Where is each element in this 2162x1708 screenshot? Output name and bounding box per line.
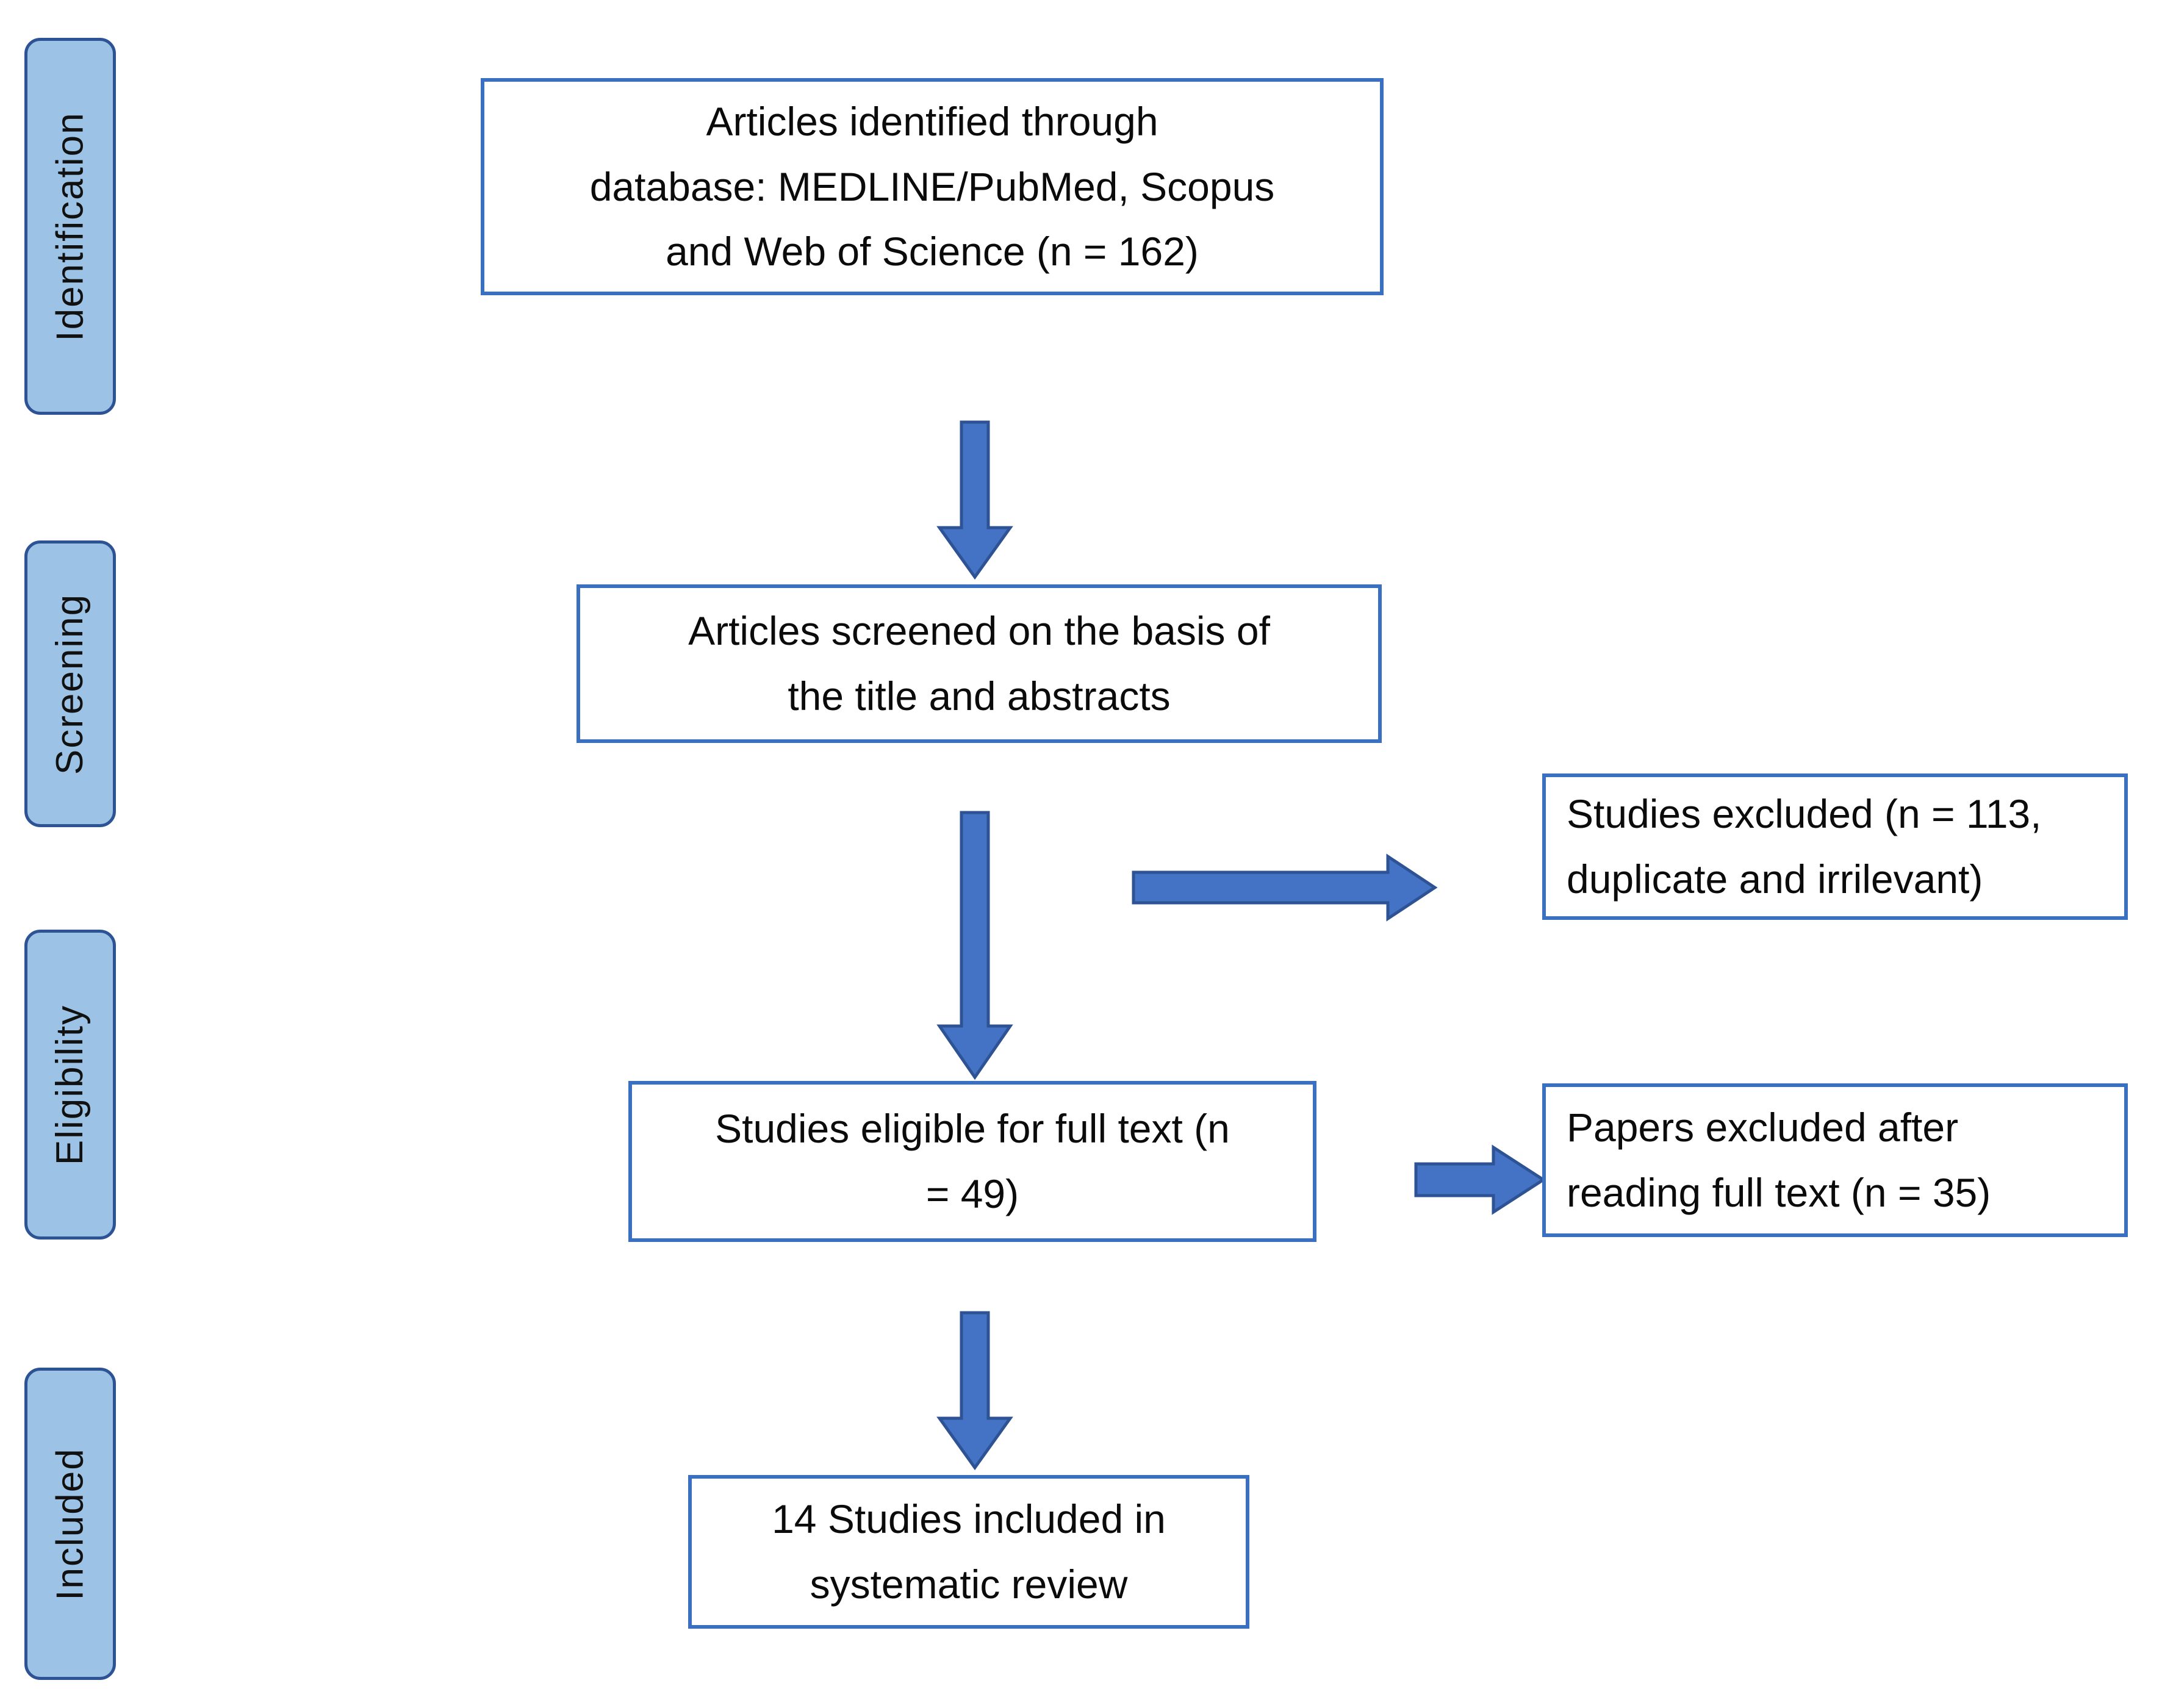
- box-papers-excluded-fulltext-text: Papers excluded after reading full text …: [1567, 1105, 1991, 1215]
- stage-label-eligibility-text: Eligibility: [49, 1004, 92, 1165]
- arrow-down-icon: [936, 1311, 1013, 1471]
- arrow-screened-to-eligible: [936, 811, 1013, 1080]
- box-studies-eligible-fulltext: Studies eligible for full text (n = 49): [628, 1081, 1316, 1242]
- stage-label-eligibility: Eligibility: [24, 930, 116, 1240]
- arrow-eligible-to-excluded: [1414, 1144, 1546, 1215]
- arrow-screened-to-excluded: [1132, 853, 1438, 922]
- stage-label-screening-text: Screening: [49, 593, 92, 775]
- stage-label-identification: Identification: [24, 38, 116, 415]
- arrow-right-icon: [1414, 1144, 1546, 1215]
- arrow-eligible-to-included: [936, 1311, 1013, 1471]
- stage-label-identification-text: Identification: [49, 111, 92, 342]
- box-studies-eligible-fulltext-text: Studies eligible for full text (n = 49): [715, 1106, 1230, 1216]
- box-studies-excluded-screening: Studies excluded (n = 113, duplicate and…: [1542, 773, 2128, 920]
- arrow-right-icon: [1132, 853, 1438, 922]
- stage-label-screening: Screening: [24, 540, 116, 827]
- box-studies-included-text: 14 Studies included in systematic review: [772, 1496, 1166, 1607]
- box-studies-excluded-screening-text: Studies excluded (n = 113, duplicate and…: [1567, 791, 2042, 902]
- arrow-identified-to-screened: [936, 420, 1013, 580]
- box-papers-excluded-fulltext: Papers excluded after reading full text …: [1542, 1083, 2128, 1237]
- arrow-down-icon: [936, 811, 1013, 1080]
- box-articles-screened-text: Articles screened on the basis of the ti…: [688, 608, 1270, 719]
- box-articles-identified-text: Articles identified through database: ME…: [589, 98, 1275, 274]
- box-articles-identified: Articles identified through database: ME…: [481, 78, 1384, 295]
- stage-label-included: Included: [24, 1368, 116, 1680]
- arrow-down-icon: [936, 420, 1013, 580]
- box-articles-screened: Articles screened on the basis of the ti…: [576, 584, 1382, 743]
- box-studies-included: 14 Studies included in systematic review: [688, 1475, 1249, 1629]
- stage-label-included-text: Included: [49, 1447, 92, 1601]
